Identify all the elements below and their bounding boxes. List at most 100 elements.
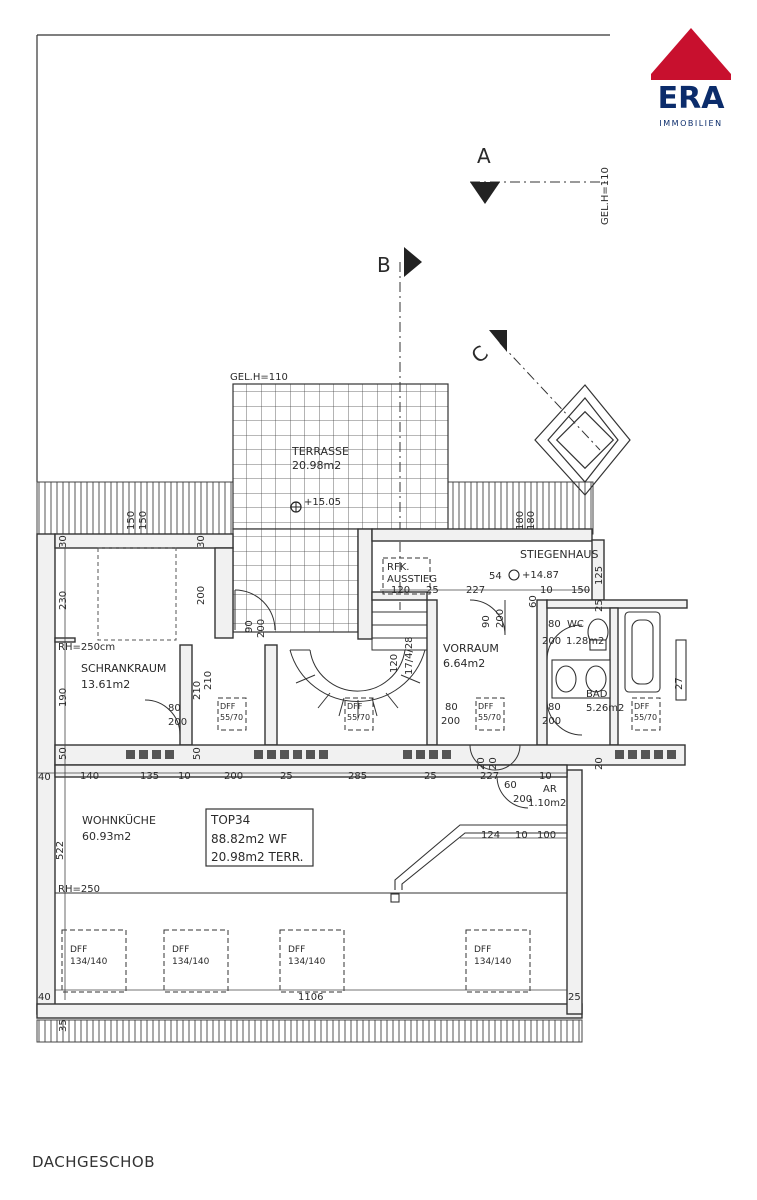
ar-name: AR bbox=[543, 784, 557, 795]
dim-text: 140 bbox=[80, 771, 99, 782]
dim-text: 230 bbox=[58, 591, 69, 610]
railing-height: GEL.H=110 bbox=[230, 372, 288, 383]
dim-text: 30 bbox=[196, 535, 207, 548]
dim-text: 90 bbox=[481, 615, 492, 628]
dim-text: 180 bbox=[526, 511, 537, 530]
dim-text: 25 bbox=[426, 585, 439, 596]
dim-text: 150 bbox=[138, 511, 149, 530]
dim-text: 1106 bbox=[298, 992, 323, 1003]
window-large-4-label: DFF bbox=[474, 945, 491, 955]
dim-text: 25 bbox=[568, 992, 581, 1003]
dim-text: 200 bbox=[542, 636, 561, 647]
section-label-a: A bbox=[477, 144, 491, 168]
section-label-c: C bbox=[467, 341, 493, 368]
dim-text: 54 bbox=[489, 571, 502, 582]
window-small-3-size: 55/70 bbox=[478, 713, 501, 722]
window-small-3-label: DFF bbox=[478, 702, 494, 711]
kitchen-counter bbox=[55, 824, 567, 903]
ar-area: 1.10m2 bbox=[528, 798, 566, 809]
dim-text: 124 bbox=[481, 830, 500, 841]
dim-text: 522 bbox=[55, 841, 66, 860]
schrankraum-area: 13.61m2 bbox=[81, 678, 130, 691]
section-label-b: B bbox=[377, 253, 391, 277]
room-height-a: RH=250cm bbox=[58, 642, 115, 653]
dim-text: 180 bbox=[515, 511, 526, 530]
dim-text: 120 bbox=[391, 585, 410, 596]
window-small-1-size: 55/70 bbox=[220, 713, 243, 722]
dim-text: 200 bbox=[542, 716, 561, 727]
window-large-2-size: 134/140 bbox=[172, 957, 210, 967]
unit-terrace: 20.98m2 TERR. bbox=[211, 850, 303, 864]
dim-text: 120 bbox=[389, 654, 400, 673]
dim-text: 227 bbox=[480, 771, 499, 782]
dim-text: 10 bbox=[178, 771, 191, 782]
unit-box bbox=[205, 808, 314, 867]
dim-text: 40 bbox=[38, 772, 51, 783]
window-large-3-label: DFF bbox=[288, 945, 305, 955]
spiral-stair bbox=[289, 599, 428, 718]
walls bbox=[36, 528, 688, 1019]
dim-text: 200 bbox=[495, 609, 506, 628]
dim-text: 80 bbox=[445, 702, 458, 713]
era-logo: ERA IMMOBILIEN bbox=[651, 28, 731, 128]
dim-text: 210 bbox=[192, 681, 203, 700]
dim-text: 30 bbox=[58, 535, 69, 548]
window-large-1-label: DFF bbox=[70, 945, 87, 955]
unit-id: TOP34 bbox=[210, 813, 250, 827]
terrace-level: +15.05 bbox=[304, 497, 341, 508]
wohnkueche-area: 60.93m2 bbox=[82, 830, 131, 843]
window-small-4-label: DFF bbox=[634, 702, 650, 711]
window-large-4-size: 134/140 bbox=[474, 957, 512, 967]
bad-name: BAD bbox=[586, 689, 608, 700]
terrace-area: 20.98m2 bbox=[292, 459, 341, 472]
staircase-level: +14.87 bbox=[522, 570, 559, 581]
dim-text: 200 bbox=[441, 716, 460, 727]
dim-text: 210 bbox=[203, 671, 214, 690]
roof-windows bbox=[61, 557, 661, 993]
roof-railing bbox=[36, 481, 594, 1043]
dim-text: 150 bbox=[126, 511, 137, 530]
dim-text: 35 bbox=[58, 1019, 69, 1032]
vorraum-name: VORRAUM bbox=[443, 642, 499, 655]
terrace-name: TERRASSE bbox=[291, 445, 349, 458]
dim-text: 20 bbox=[594, 757, 605, 770]
dim-text: 125 bbox=[594, 566, 605, 585]
vent-blocks bbox=[126, 750, 676, 759]
room-height-b: RH=250 bbox=[58, 884, 100, 895]
dim-text: 285 bbox=[348, 771, 367, 782]
section-markers bbox=[404, 182, 507, 352]
window-large-3-size: 134/140 bbox=[288, 957, 326, 967]
dim-text: 80 bbox=[548, 702, 561, 713]
terrace bbox=[232, 383, 449, 633]
dim-text: 25 bbox=[424, 771, 437, 782]
bad-area: 5.26m2 bbox=[586, 703, 624, 714]
dim-text: 200 bbox=[196, 586, 207, 605]
wohnkueche-name: WOHNKÜCHE bbox=[82, 814, 156, 827]
dim-text: 200 bbox=[168, 717, 187, 728]
dim-text: 60 bbox=[504, 780, 517, 791]
wc-name: WC bbox=[567, 619, 584, 630]
logo-subtitle: IMMOBILIEN bbox=[659, 119, 722, 128]
dim-text: 25 bbox=[594, 599, 605, 612]
window-large-1-size: 134/140 bbox=[70, 957, 108, 967]
vorraum-area: 6.64m2 bbox=[443, 657, 485, 670]
dim-text: 200 bbox=[256, 619, 267, 638]
window-small-2-size: 55/70 bbox=[347, 713, 370, 722]
window-small-1-label: DFF bbox=[220, 702, 236, 711]
dim-text: 80 bbox=[548, 619, 561, 630]
window-small-2-label: DFF bbox=[347, 702, 363, 711]
wc-area: 1.28m2 bbox=[566, 636, 604, 647]
dim-text: 100 bbox=[537, 830, 556, 841]
railing-height-side: GEL.H=110 bbox=[600, 167, 611, 225]
dim-text: 27 bbox=[674, 677, 685, 690]
roof-light bbox=[534, 384, 631, 496]
roof-exit-line1: RFK. bbox=[387, 562, 409, 573]
dim-text: 135 bbox=[140, 771, 159, 782]
logo-name: ERA bbox=[658, 81, 726, 116]
dim-text: 10 bbox=[540, 585, 553, 596]
dim-text: 50 bbox=[192, 747, 203, 760]
plan-title: DACHGESCHOB bbox=[32, 1153, 156, 1171]
unit-living: 88.82m2 WF bbox=[211, 832, 287, 846]
closet bbox=[97, 547, 177, 641]
